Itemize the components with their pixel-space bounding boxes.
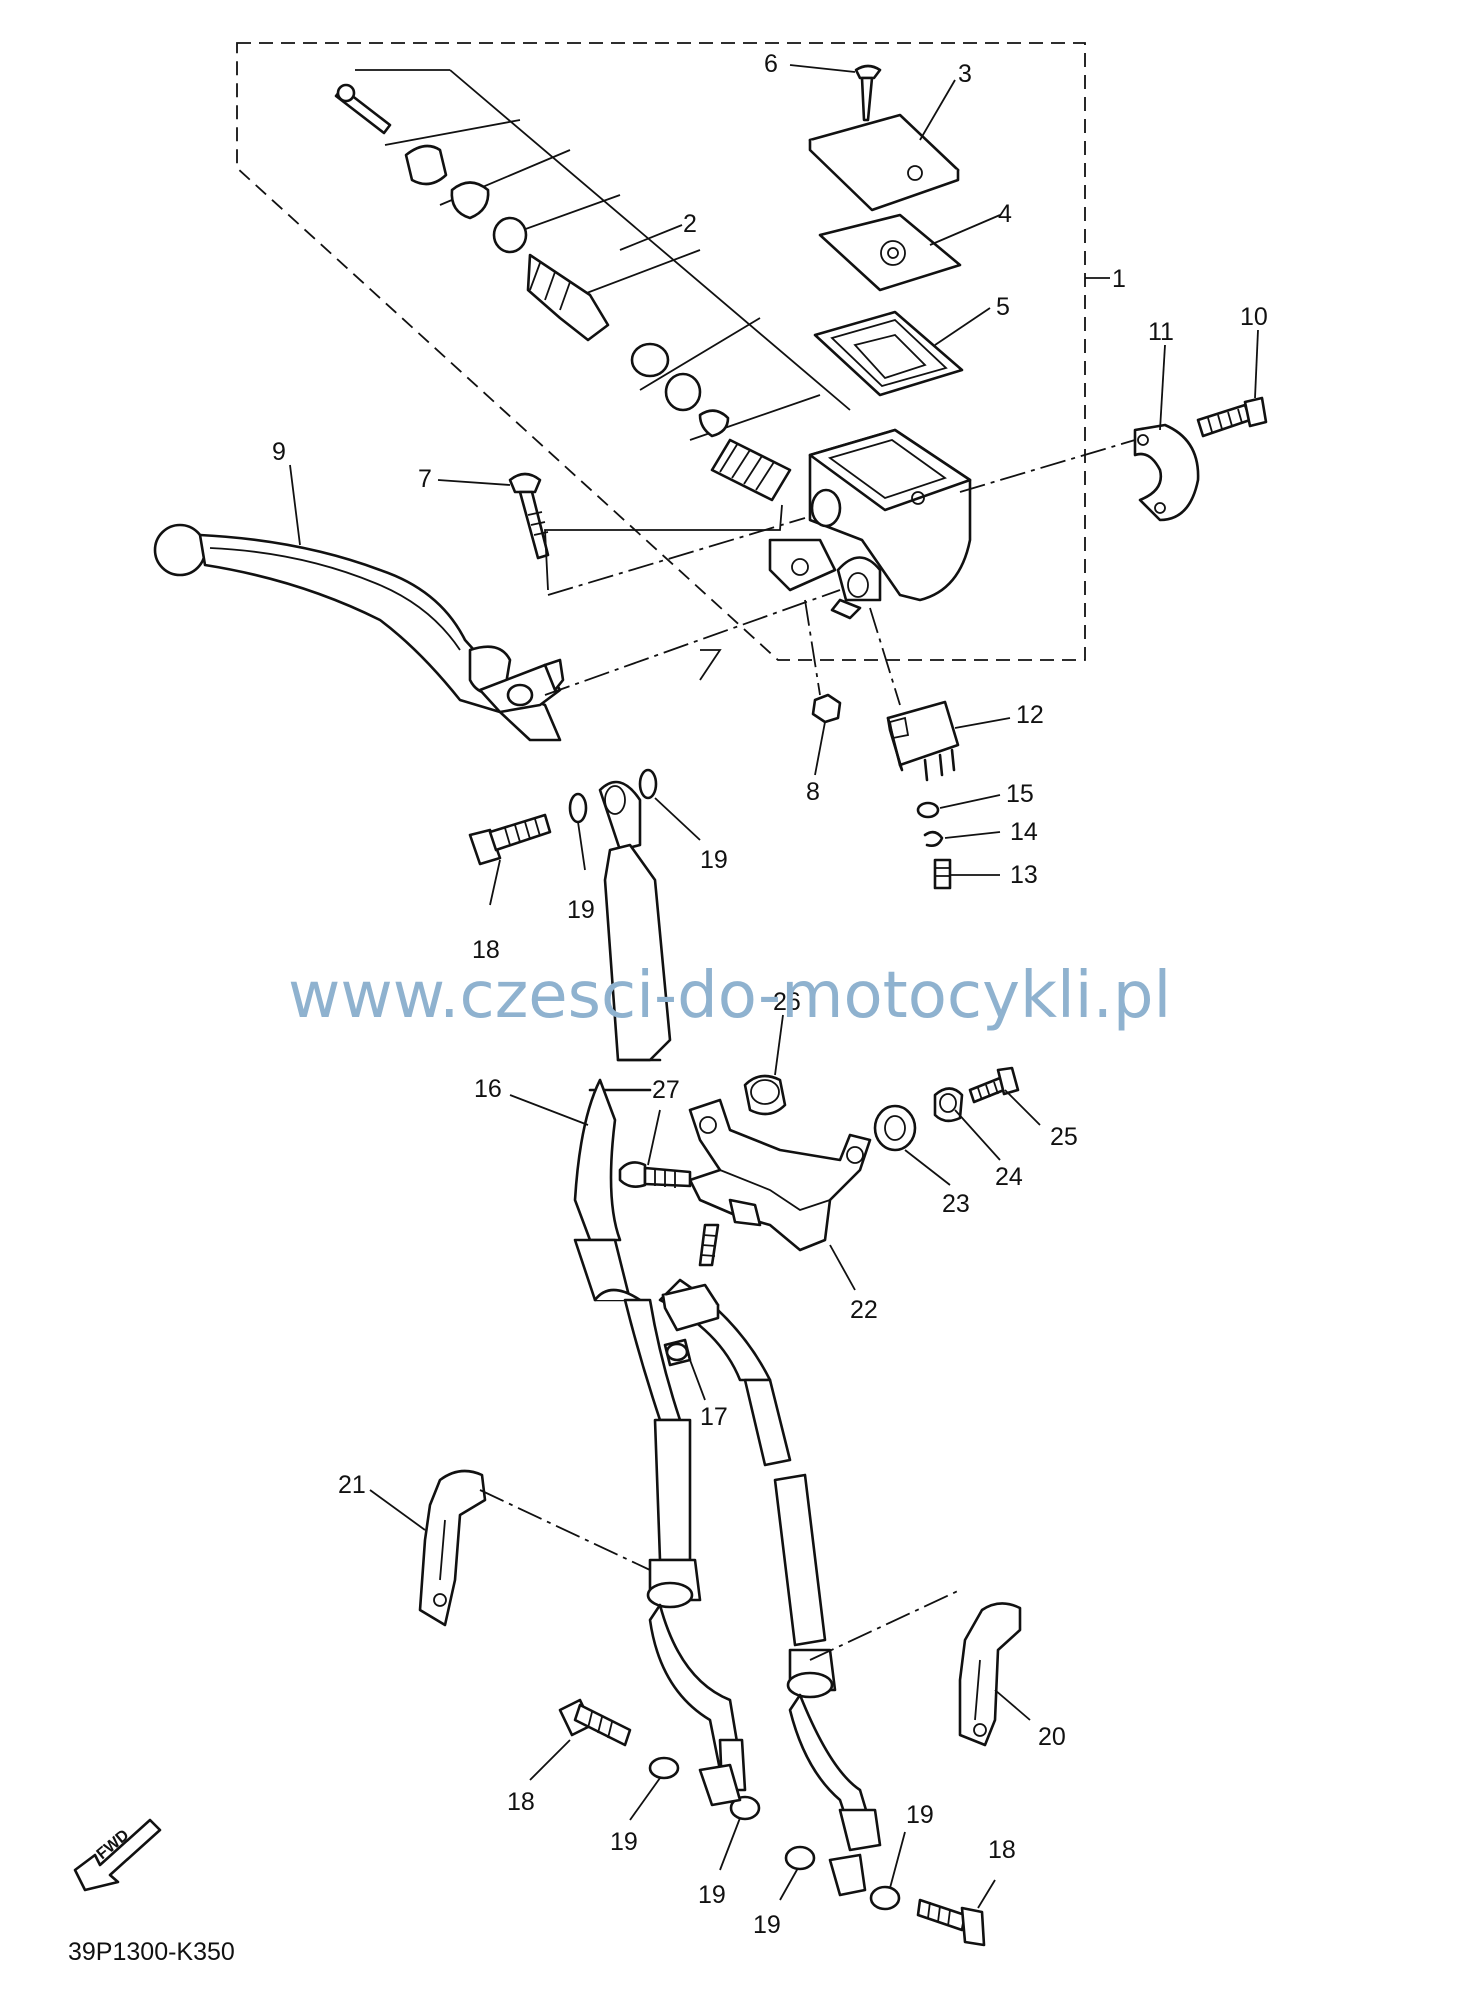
clamp-and-bolt <box>1133 396 1268 522</box>
diagram-code: 39P1300-K350 <box>68 1938 235 1966</box>
brake-hose <box>573 780 882 1852</box>
nut <box>811 693 842 724</box>
label-10: 10 <box>1240 303 1268 331</box>
label-18-lower-right: 18 <box>988 1836 1016 1864</box>
label-27: 27 <box>652 1076 680 1104</box>
label-26: 26 <box>773 988 801 1016</box>
label-19-top-right: 19 <box>700 846 728 874</box>
label-2: 2 <box>683 210 697 238</box>
label-23: 23 <box>942 1190 970 1218</box>
label-1: 1 <box>1112 265 1126 293</box>
piston-kit <box>334 69 851 502</box>
label-3: 3 <box>958 60 972 88</box>
label-5: 5 <box>996 293 1010 321</box>
label-9: 9 <box>272 438 286 466</box>
label-22: 22 <box>850 1296 878 1324</box>
watermark: www.czesci-do-motocykli.pl <box>288 959 1171 1033</box>
label-6: 6 <box>764 50 778 78</box>
label-7: 7 <box>418 465 432 493</box>
label-21: 21 <box>338 1471 366 1499</box>
label-8: 8 <box>806 778 820 806</box>
part-labels: 1 2 3 4 5 6 7 8 9 10 11 12 13 14 15 16 1… <box>272 50 1268 1939</box>
label-19-lower-1: 19 <box>610 1828 638 1856</box>
fwd-arrow: FWD <box>73 1818 162 1892</box>
label-25: 25 <box>1050 1123 1078 1151</box>
upper-banjo-fittings <box>468 768 658 866</box>
label-16: 16 <box>474 1075 502 1103</box>
label-13: 13 <box>1010 861 1038 889</box>
label-12: 12 <box>1016 701 1044 729</box>
label-24: 24 <box>995 1163 1023 1191</box>
brake-switch <box>886 700 960 890</box>
lower-banjo-fittings <box>558 1698 986 1947</box>
label-17: 17 <box>700 1403 728 1431</box>
reservoir-cap-group <box>808 64 964 397</box>
hose-holders <box>418 1469 1022 1747</box>
label-4: 4 <box>998 200 1012 228</box>
label-19-top-left: 19 <box>567 896 595 924</box>
label-19-lower-2: 19 <box>698 1881 726 1909</box>
label-11: 11 <box>1148 318 1174 346</box>
label-14: 14 <box>1010 818 1038 846</box>
label-15: 15 <box>1006 780 1034 808</box>
hose-bracket <box>618 1066 1020 1267</box>
label-19-lower-4: 19 <box>906 1801 934 1829</box>
label-20: 20 <box>1038 1723 1066 1751</box>
label-18-lower-left: 18 <box>507 1788 535 1816</box>
assembly-boundary <box>236 42 1086 661</box>
brake-lever <box>153 523 565 742</box>
label-18-top: 18 <box>472 936 500 964</box>
leader-lines <box>289 64 1259 1909</box>
hose-joint <box>661 1283 720 1367</box>
master-cylinder-body <box>768 428 972 620</box>
label-19-lower-3: 19 <box>753 1911 781 1939</box>
lever-pivot-screw <box>508 472 550 560</box>
